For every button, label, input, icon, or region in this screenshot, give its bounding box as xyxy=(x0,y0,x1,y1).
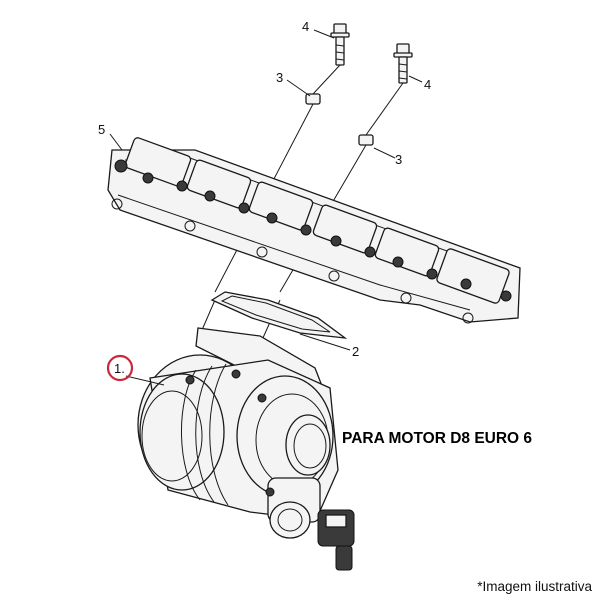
bolt-left xyxy=(330,23,350,66)
callout-4-left: 4 xyxy=(302,19,309,34)
callout-leaders xyxy=(109,29,423,386)
turbocharger xyxy=(137,327,355,571)
callout-3-left: 3 xyxy=(276,70,283,85)
callout-2: 2 xyxy=(352,344,359,359)
engine-caption: PARA MOTOR D8 EURO 6 xyxy=(342,430,533,447)
callout-5: 5 xyxy=(98,122,105,137)
callout-3-right: 3 xyxy=(395,152,402,167)
illustrative-image-note: *Imagem ilustrativa xyxy=(477,579,592,594)
callout-1-highlight-ring xyxy=(106,354,134,382)
callout-1: 1. xyxy=(114,361,125,376)
exhaust-manifold xyxy=(107,137,521,324)
callout-4-right: 4 xyxy=(424,77,431,92)
manifold-ports xyxy=(124,137,510,304)
spacer-right xyxy=(358,134,374,146)
turbo-gasket xyxy=(210,291,348,339)
manifold-nuts xyxy=(111,159,512,324)
bolt-right xyxy=(393,43,413,84)
spacer-left xyxy=(305,93,321,105)
